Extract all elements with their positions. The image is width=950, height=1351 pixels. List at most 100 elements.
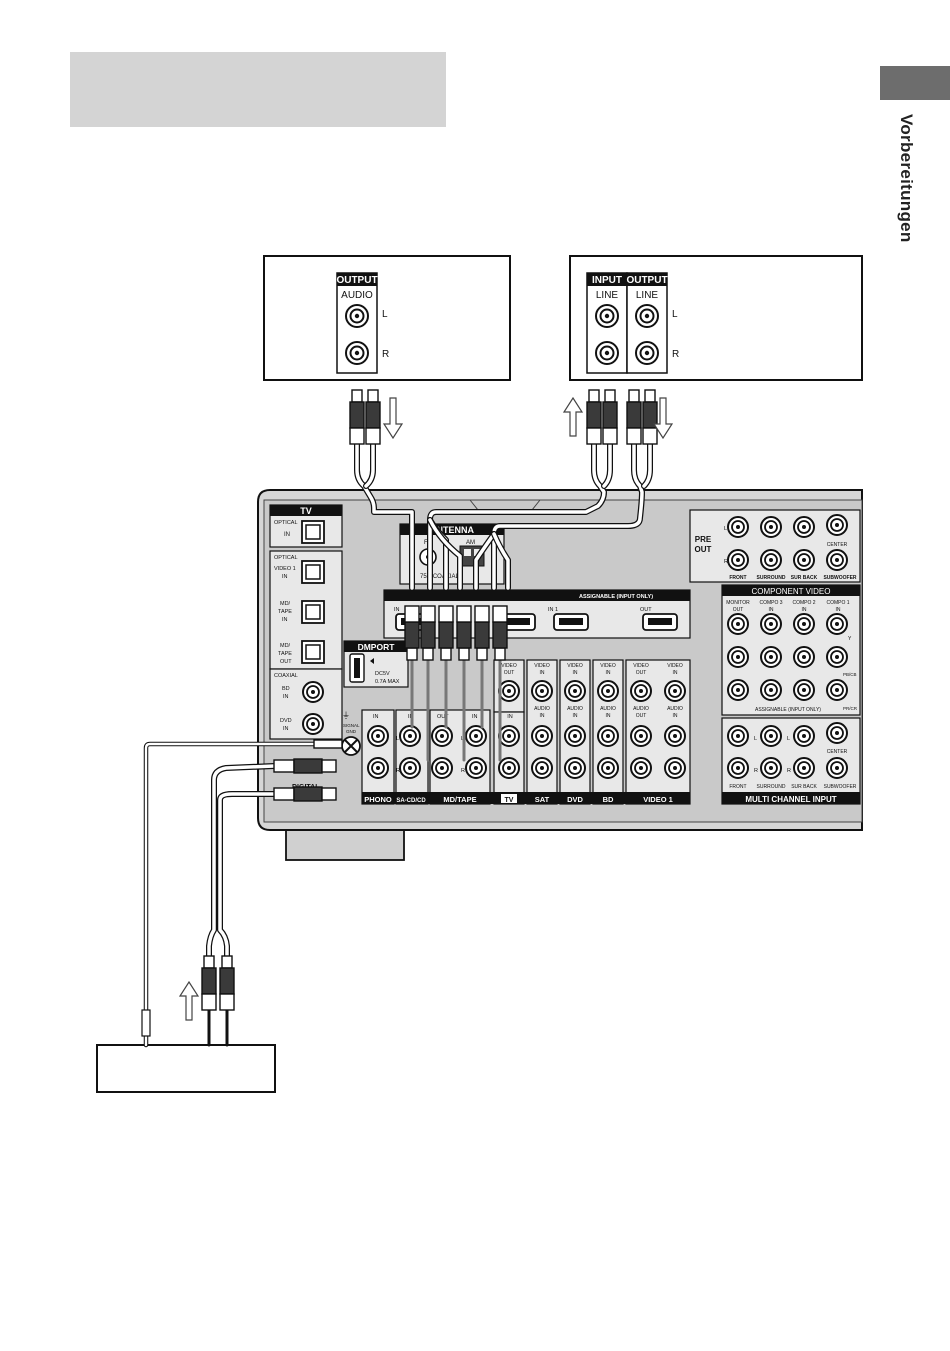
comp2-pr-jack[interactable]	[793, 679, 815, 701]
multi-l-mark-1: L	[754, 736, 757, 742]
comp2-pb-jack[interactable]	[793, 646, 815, 668]
preout-front-label: FRONT	[729, 575, 746, 581]
comp-head-3b: IN	[802, 607, 807, 613]
preout-surround-label: SURROUND	[757, 575, 786, 581]
preout-surround-l-jack[interactable]	[760, 516, 782, 538]
tv-l-jack[interactable]	[498, 725, 520, 747]
comp1-pr-jack[interactable]	[826, 679, 848, 701]
preout-front-l-jack[interactable]	[727, 516, 749, 538]
md-tape-in-label-1: MD/	[280, 601, 291, 607]
plug-left-device-l	[349, 389, 365, 445]
video1-out-l-jack[interactable]	[630, 725, 652, 747]
sat-r-jack[interactable]	[531, 757, 553, 779]
video1-video-in-jack[interactable]	[664, 680, 686, 702]
device-right-in-l-jack[interactable]	[595, 304, 619, 328]
preout-center-jack[interactable]	[826, 514, 848, 536]
comp1-y-jack[interactable]	[826, 613, 848, 635]
md-tape-out-label-1: MD/	[280, 643, 291, 649]
md-tape-in-r-jack[interactable]	[465, 757, 487, 779]
device-right-in-r-jack[interactable]	[595, 341, 619, 365]
multi-subwoofer-jack[interactable]	[826, 757, 848, 779]
preout-surback-r-jack[interactable]	[793, 549, 815, 571]
dvd-l-jack[interactable]	[564, 725, 586, 747]
plug-rx-3	[438, 605, 454, 661]
bd-l-jack[interactable]	[597, 725, 619, 747]
tv-r-jack[interactable]	[498, 757, 520, 779]
optical-label-1: OPTICAL	[274, 520, 298, 526]
label-dvd: DVD	[567, 795, 583, 804]
multi-surback-r-jack[interactable]	[793, 757, 815, 779]
dvd-video-in-2: IN	[573, 670, 578, 676]
antenna-label: ANTENNA	[430, 525, 474, 535]
optical-in-label: IN	[284, 532, 290, 538]
preout-surback-label: SUR BACK	[791, 575, 818, 581]
comp-monitor-y-jack[interactable]	[727, 613, 749, 635]
multi-front-l-jack[interactable]	[727, 725, 749, 747]
device-bottom-box	[96, 1044, 276, 1093]
md-tape-out-l-jack[interactable]	[431, 725, 453, 747]
preout-subwoofer-jack[interactable]	[826, 549, 848, 571]
dvd-r-jack[interactable]	[564, 757, 586, 779]
video1-in-r-jack[interactable]	[664, 757, 686, 779]
multi-front-r-jack[interactable]	[727, 757, 749, 779]
sacd-r-jack[interactable]	[399, 757, 421, 779]
hdmi-out-jack[interactable]	[642, 613, 678, 631]
section-title-box	[70, 52, 446, 127]
md-tape-out-label-2: TAPE	[278, 651, 292, 657]
video1-video-out-jack[interactable]	[630, 680, 652, 702]
dvd-coaxial-jack[interactable]	[302, 713, 324, 735]
sat-l-jack[interactable]	[531, 725, 553, 747]
tv-audio-in-label: IN	[507, 714, 513, 720]
preout-label-1: PRE	[695, 535, 712, 544]
sat-video-jack[interactable]	[531, 680, 553, 702]
monitor-video-out-jack[interactable]	[498, 680, 520, 702]
md-tape-optical-in-jack[interactable]	[301, 600, 325, 624]
comp-head-3a: COMPO 2	[792, 600, 815, 606]
sacd-l-jack[interactable]	[399, 725, 421, 747]
device-right-out-l-jack[interactable]	[635, 304, 659, 328]
md-tape-optical-out-jack[interactable]	[301, 640, 325, 664]
comp3-pr-jack[interactable]	[760, 679, 782, 701]
md-tape-in-l-jack[interactable]	[465, 725, 487, 747]
sat-video-in-1: VIDEO	[534, 663, 550, 669]
preout-front-r-jack[interactable]	[727, 549, 749, 571]
video1-in-l-jack[interactable]	[664, 725, 686, 747]
comp3-y-jack[interactable]	[760, 613, 782, 635]
video1-optical-jack[interactable]	[301, 560, 325, 584]
comp1-pb-jack[interactable]	[826, 646, 848, 668]
multi-surround-r-jack[interactable]	[760, 757, 782, 779]
tv-optical-in-jack[interactable]	[301, 520, 325, 544]
preout-surround-r-jack[interactable]	[760, 549, 782, 571]
phono-l-jack[interactable]	[367, 725, 389, 747]
device-right-l-label: L	[672, 309, 678, 320]
label-sacd: SA-CD/CD	[396, 798, 426, 804]
device-left-audio-l-jack[interactable]	[345, 304, 369, 328]
md-tape-in-label-2: TAPE	[278, 609, 292, 615]
comp2-y-jack[interactable]	[793, 613, 815, 635]
video1-video-in-2: IN	[673, 670, 678, 676]
bd-video-jack[interactable]	[597, 680, 619, 702]
device-right-out-r-jack[interactable]	[635, 341, 659, 365]
hdmi-in1-jack[interactable]	[553, 613, 589, 631]
preout-surback-l-jack[interactable]	[793, 516, 815, 538]
multi-center-jack[interactable]	[826, 722, 848, 744]
device-right-line-out-label: LINE	[636, 290, 659, 301]
video1-video-out-1: VIDEO	[633, 663, 649, 669]
device-left-audio-r-jack[interactable]	[345, 341, 369, 365]
video1-video-in-1: VIDEO	[667, 663, 683, 669]
comp-monitor-pr-jack[interactable]	[727, 679, 749, 701]
comp-assignable-label: ASSIGNABLE (INPUT ONLY)	[755, 707, 821, 713]
signal-gnd-label-2: GND	[346, 729, 357, 734]
comp3-pb-jack[interactable]	[760, 646, 782, 668]
multi-l-mark-2: L	[787, 736, 790, 742]
md-tape-out-r-jack[interactable]	[431, 757, 453, 779]
phono-r-jack[interactable]	[367, 757, 389, 779]
bd-coaxial-jack[interactable]	[302, 681, 324, 703]
dvd-video-jack[interactable]	[564, 680, 586, 702]
dmport-label: DMPORT	[358, 642, 396, 652]
comp-monitor-pb-jack[interactable]	[727, 646, 749, 668]
multi-surback-l-jack[interactable]	[793, 725, 815, 747]
multi-surround-l-jack[interactable]	[760, 725, 782, 747]
video1-out-r-jack[interactable]	[630, 757, 652, 779]
bd-r-jack[interactable]	[597, 757, 619, 779]
